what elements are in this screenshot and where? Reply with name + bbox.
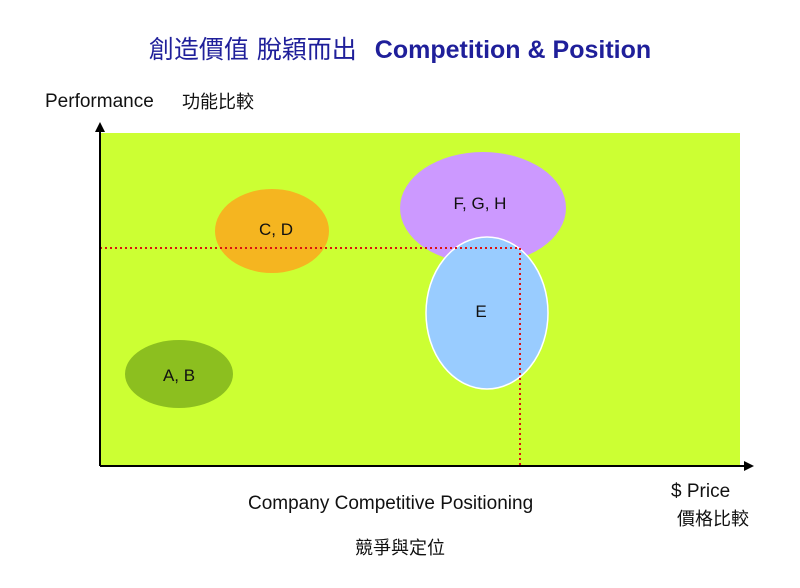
label-fgh: F, G, H (454, 194, 507, 213)
x-axis-label-chinese: 價格比較 (677, 509, 749, 530)
bubble-e (425, 236, 549, 390)
x-axis-label-english: $ Price (671, 481, 731, 502)
reference-lines (100, 247, 521, 466)
label-e: E (475, 302, 486, 321)
label-cd: C, D (259, 220, 293, 239)
page-title: 創造價值 脫穎而出 Competition & Position (0, 34, 800, 66)
caption-chinese: 競爭與定位 (355, 538, 445, 559)
bubble-cd (215, 189, 329, 273)
title-english: Competition & Position (374, 36, 652, 64)
y-axis-label-english: Performance (45, 91, 154, 112)
bubble-ab (125, 340, 233, 408)
bubble-fgh (400, 152, 566, 264)
caption-english: Company Competitive Positioning (248, 493, 534, 514)
label-ab: A, B (163, 366, 195, 385)
y-axis-label-chinese: 功能比較 (182, 92, 254, 113)
title-chinese: 創造價值 脫穎而出 (148, 35, 357, 64)
